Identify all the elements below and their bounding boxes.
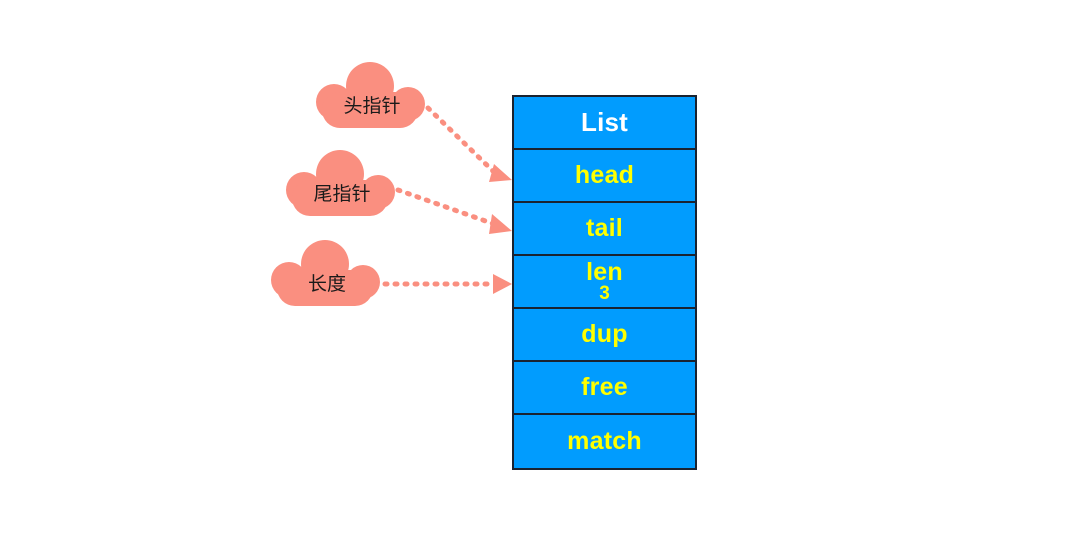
struct-row-dup: dup — [514, 309, 695, 362]
field-name: len — [586, 257, 623, 286]
arrow-tail-pointer — [395, 187, 512, 234]
field-name: tail — [586, 214, 623, 243]
field-name: dup — [581, 320, 628, 349]
cloud-length: 长度 — [267, 240, 387, 310]
struct-row-tail: tail — [514, 203, 695, 256]
arrow-head-pointer — [425, 105, 512, 182]
struct-title: List — [580, 106, 629, 137]
cloud-shape-icon — [271, 240, 380, 306]
cloud-tail-pointer: 尾指针 — [282, 150, 402, 220]
struct-row-match: match — [514, 415, 695, 468]
struct-row-free: free — [514, 362, 695, 415]
field-name: match — [567, 427, 642, 456]
field-value: 3 — [599, 283, 610, 305]
list-struct-table: List head tail len 3 dup free match — [512, 95, 697, 470]
arrow-length-pointer — [382, 274, 512, 294]
struct-row-len: len 3 — [514, 256, 695, 309]
field-name: head — [574, 161, 635, 190]
cloud-head-pointer: 头指针 — [312, 62, 432, 132]
cloud-shape-icon — [316, 62, 425, 128]
struct-row-head: head — [514, 150, 695, 203]
cloud-shape-icon — [286, 150, 395, 216]
struct-header-row: List — [514, 97, 695, 150]
field-name: free — [581, 373, 628, 402]
